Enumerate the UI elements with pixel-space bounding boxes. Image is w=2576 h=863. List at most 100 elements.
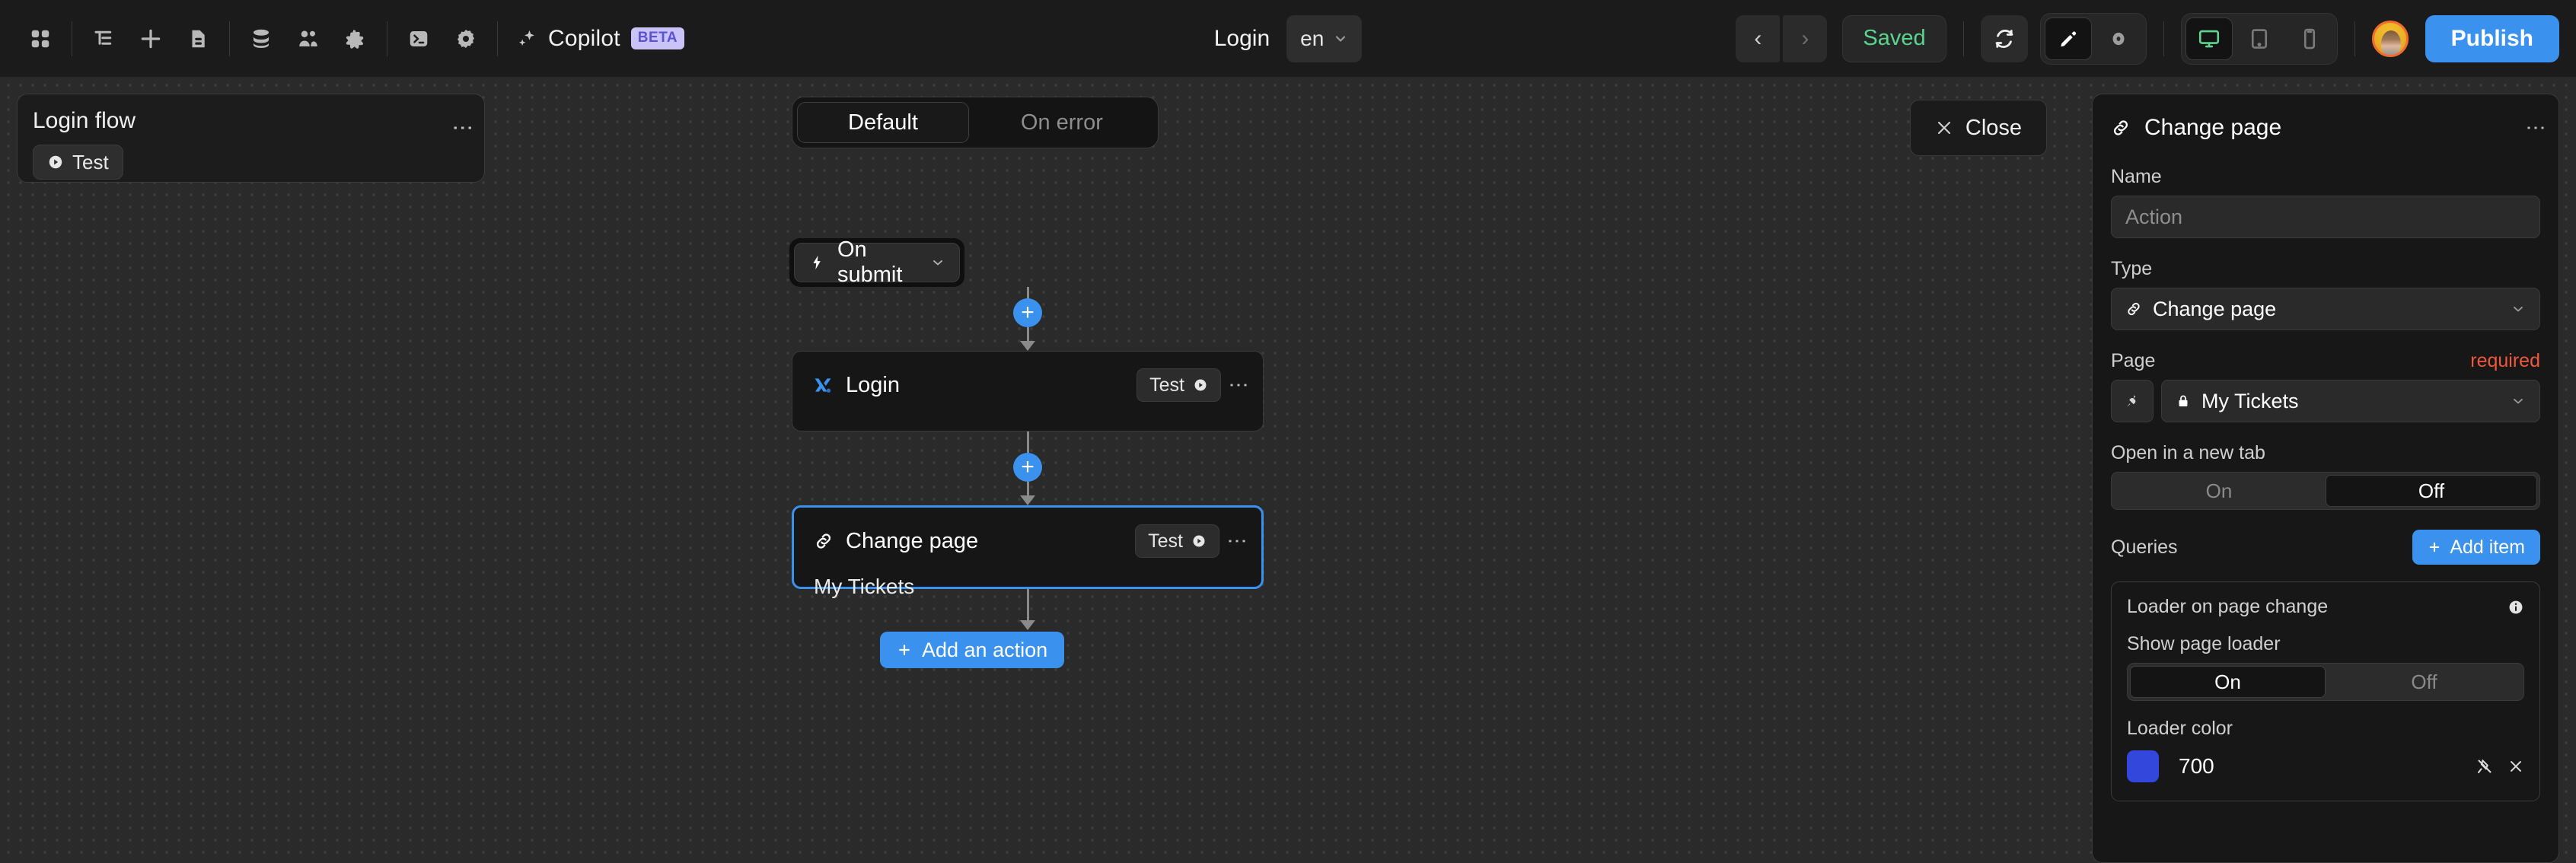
connector-line-1 [1027,287,1029,308]
trigger-on-submit[interactable]: On submit [794,237,960,287]
tab-default[interactable]: Default [797,102,969,143]
toolbar-divider-2 [229,21,230,56]
node-test-label: Test [1149,374,1184,396]
play-icon [1191,533,1207,549]
page-select-row: My Tickets [2111,380,2540,422]
loader-color-swatch[interactable] [2127,750,2159,782]
toolbar-divider-5 [1962,21,1964,56]
language-select[interactable]: en [1286,14,1363,62]
add-item-button[interactable]: Add item [2412,530,2540,565]
page-required-badge: required [2470,350,2540,371]
kebab-menu-icon[interactable]: ⋮ [451,117,475,139]
chevron-down-icon [2511,393,2526,409]
flow-node-login[interactable]: Login Test ⋮ [792,351,1264,432]
loader-settings-card: Loader on page change Show page loader O… [2111,581,2540,801]
link-icon [2125,301,2142,317]
queries-label: Queries [2111,536,2178,558]
loader-color-row: 700 [2127,750,2524,782]
device-switcher [2180,12,2338,65]
flow-node-change-page[interactable]: Change page Test ⋮ My Tickets [792,505,1264,598]
node-title: Login [846,372,900,397]
page-select[interactable]: My Tickets [2161,380,2540,422]
chevron-down-icon[interactable] [930,255,945,270]
node-test-label: Test [1148,530,1183,552]
type-select[interactable]: Change page [2111,288,2540,330]
add-step-button-1[interactable]: + [1013,298,1042,327]
add-step-button-2b[interactable]: + [1013,453,1042,482]
flow-canvas[interactable]: Login flow ⋮ Test Default On error Close… [0,77,2576,863]
plus-icon[interactable] [127,15,174,62]
panel-header: Change page ⋮ [2111,110,2548,146]
branch-tabs: Default On error [792,97,1159,148]
close-icon[interactable] [2507,758,2524,775]
add-item-label: Add item [2450,536,2525,558]
toolbar-divider-7 [2354,21,2355,56]
page-select-value: My Tickets [2201,389,2299,412]
tablet-icon[interactable] [2236,18,2283,60]
edit-mode-button[interactable] [2044,17,2092,60]
plug-icon[interactable] [2111,380,2154,422]
gear-icon[interactable] [442,15,489,62]
apps-grid-icon[interactable] [17,15,64,62]
close-panel-button[interactable]: Close [1910,100,2047,156]
pencil-icon [2058,28,2079,49]
flow-test-label: Test [72,150,109,174]
open-new-tab-toggle: On Off [2111,472,2540,510]
open-new-tab-off[interactable]: Off [2326,475,2537,507]
copilot-beta-badge: BETA [630,27,685,49]
refresh-icon[interactable] [1980,14,2028,62]
show-page-loader-off[interactable]: Off [2411,670,2437,693]
eye-icon [2108,28,2129,49]
flow-test-button[interactable]: Test [33,145,123,180]
open-new-tab-on[interactable]: On [2205,479,2233,502]
play-icon [1193,377,1208,393]
plus-icon [2428,540,2441,554]
toolbar-divider-4 [497,21,498,56]
loader-card-title: Loader on page change [2127,596,2329,617]
page-icon[interactable] [174,15,222,62]
connector-line-3 [1027,589,1029,623]
name-input[interactable]: Action [2111,196,2540,238]
unpin-icon[interactable] [2476,757,2494,775]
chevron-down-icon [2511,301,2526,317]
loader-card-header: Loader on page change [2127,596,2524,618]
add-an-action-button[interactable]: Add an action [880,632,1065,668]
node-header: Login Test ⋮ [812,368,1251,402]
name-field-label: Name [2111,166,2162,187]
node-test-button[interactable]: Test [1135,524,1219,558]
info-icon[interactable] [2507,599,2524,616]
page-title: Login [1213,25,1270,51]
queries-row: Queries Add item [2111,530,2540,565]
open-new-tab-label: Open in a new tab [2111,442,2265,463]
nav-forward-button[interactable]: › [1783,14,1828,62]
connector-arrow-2 [1020,495,1035,505]
trigger-label: On submit [837,237,903,287]
nav-back-button[interactable]: ‹ [1736,14,1781,62]
show-page-loader-label: Show page loader [2127,633,2281,654]
desktop-icon[interactable] [2185,17,2233,60]
properties-panel: Change page ⋮ Name Action Type Change pa… [2092,94,2559,863]
database-icon[interactable] [238,15,285,62]
mobile-icon[interactable] [2286,18,2333,60]
kebab-menu-icon[interactable]: ⋮ [2525,118,2548,138]
layers-tree-icon[interactable] [80,15,127,62]
node-test-button[interactable]: Test [1137,368,1221,402]
trigger-node-frame: On submit [789,237,964,287]
preview-mode-button[interactable] [2095,18,2142,60]
type-select-value: Change page [2153,297,2277,320]
panel-title: Change page [2144,115,2282,140]
avatar[interactable] [2371,20,2409,57]
lock-icon [2176,393,2191,409]
show-page-loader-on[interactable]: On [2130,666,2326,698]
history-nav: ‹ › [1736,14,1828,62]
kebab-menu-icon[interactable]: ⋮ [1226,531,1249,551]
terminal-icon[interactable] [395,15,442,62]
tab-on-error[interactable]: On error [1020,110,1103,135]
toolbar-right-group: ‹ › Saved [1736,0,2559,77]
connector-line-2 [1027,432,1029,453]
publish-button[interactable]: Publish [2425,14,2559,62]
copilot-button[interactable]: Copilot BETA [505,15,695,62]
kebab-menu-icon[interactable]: ⋮ [1228,375,1251,395]
puzzle-icon[interactable] [332,15,379,62]
users-icon[interactable] [285,15,332,62]
